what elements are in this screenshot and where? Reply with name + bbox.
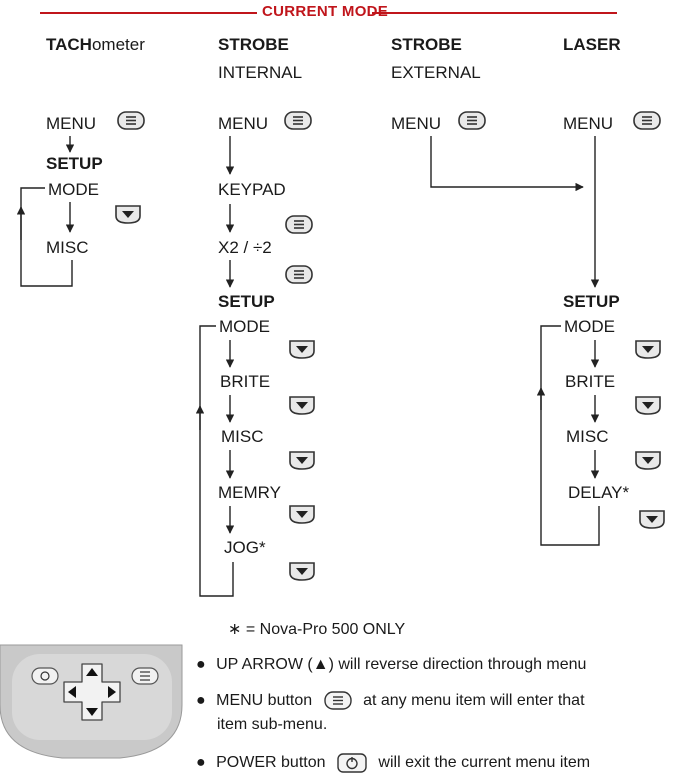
keypad-image bbox=[0, 644, 183, 759]
laser-misc-label: MISC bbox=[566, 427, 609, 446]
down-arrow-button-icon bbox=[289, 562, 315, 581]
mode-tachometer-title: TACHometer bbox=[46, 35, 145, 55]
down-arrow-button-icon bbox=[635, 451, 661, 470]
menu-button-icon bbox=[285, 215, 313, 234]
strobe-int-loop-line bbox=[199, 325, 234, 597]
bullet-menu-line2: item sub-menu. bbox=[217, 716, 328, 733]
mode-laser-title: LASER bbox=[563, 35, 621, 54]
down-arrow-button-icon bbox=[289, 505, 315, 524]
strobe-int-keypad-label: KEYPAD bbox=[218, 180, 286, 199]
menu-button-icon bbox=[323, 691, 352, 710]
laser-setup-label: SETUP bbox=[563, 292, 620, 311]
mode-tach-rest: ometer bbox=[91, 35, 145, 54]
down-arrow-button-icon bbox=[289, 340, 315, 359]
menu-button-icon bbox=[633, 111, 661, 130]
strobe-int-memry-label: MEMRY bbox=[218, 483, 281, 502]
mode-tach-bold: TACH bbox=[46, 35, 92, 54]
bullet-menu-pre: MENU button bbox=[216, 692, 313, 709]
strobe-int-setup-label: SETUP bbox=[218, 292, 275, 311]
laser-mode-label: MODE bbox=[564, 317, 615, 336]
bullet-menu-button: ● MENU button at any menu item will ente… bbox=[196, 690, 585, 712]
bullet-up-arrow-text: UP ARROW (▲) will reverse direction thro… bbox=[216, 656, 587, 673]
bullet-dot: ● bbox=[196, 692, 206, 709]
keypad-dpad bbox=[63, 663, 121, 721]
tach-loop-line bbox=[20, 187, 73, 287]
strobe-int-jog-label: JOG* bbox=[224, 538, 266, 557]
down-arrow-button-icon bbox=[635, 340, 661, 359]
menu-button-icon bbox=[458, 111, 486, 130]
laser-menu-label: MENU bbox=[563, 114, 614, 133]
bullet-dot: ● bbox=[196, 656, 206, 673]
down-arrow-button-icon bbox=[115, 205, 141, 224]
bullet-menu-post: at any menu item will enter that bbox=[363, 692, 585, 709]
mode-strobe-external-sub: EXTERNAL bbox=[391, 63, 481, 82]
laser-loop-line bbox=[540, 325, 600, 546]
strobe-ext-to-laser-arrow bbox=[430, 136, 584, 192]
down-arrow-button-icon bbox=[289, 451, 315, 470]
down-arrow-button-icon bbox=[635, 396, 661, 415]
tach-setup-label: SETUP bbox=[46, 154, 103, 173]
footnote: ∗ = Nova-Pro 500 ONLY bbox=[228, 621, 406, 638]
menu-button-icon bbox=[284, 111, 312, 130]
tach-mode-label: MODE bbox=[48, 180, 99, 199]
strobe-int-mode-label: MODE bbox=[219, 317, 270, 336]
tach-menu-label: MENU bbox=[46, 114, 97, 133]
bullet-power-pre: POWER button bbox=[216, 754, 326, 771]
mode-strobe-internal-title: STROBE bbox=[218, 35, 289, 54]
strobe-int-brite-label: BRITE bbox=[220, 372, 271, 391]
power-button-icon bbox=[337, 753, 367, 773]
strobe-int-menu-label: MENU bbox=[218, 114, 269, 133]
menu-button-icon bbox=[285, 265, 313, 284]
down-arrow-button-icon bbox=[639, 510, 665, 529]
bullet-up-arrow: ● UP ARROW (▲) will reverse direction th… bbox=[196, 654, 586, 676]
keypad-menu-key bbox=[131, 667, 159, 685]
strobe-int-misc-label: MISC bbox=[221, 427, 264, 446]
keypad-power-key bbox=[31, 667, 59, 685]
strobe-int-x2-label: X2 / ÷2 bbox=[218, 238, 272, 257]
laser-delay-label: DELAY* bbox=[568, 483, 630, 502]
bullet-power-post: will exit the current menu item bbox=[378, 754, 591, 771]
bullet-power-button: ● POWER button will exit the current men… bbox=[196, 752, 590, 774]
current-mode-title: CURRENT MODE bbox=[262, 3, 389, 20]
mode-strobe-internal-sub: INTERNAL bbox=[218, 63, 303, 82]
bullet-dot: ● bbox=[196, 754, 206, 771]
tach-misc-label: MISC bbox=[46, 238, 89, 257]
strobe-ext-menu-label: MENU bbox=[391, 114, 442, 133]
down-arrow-button-icon bbox=[289, 396, 315, 415]
laser-brite-label: BRITE bbox=[565, 372, 616, 391]
menu-button-icon bbox=[117, 111, 145, 130]
mode-strobe-external-title: STROBE bbox=[391, 35, 462, 54]
